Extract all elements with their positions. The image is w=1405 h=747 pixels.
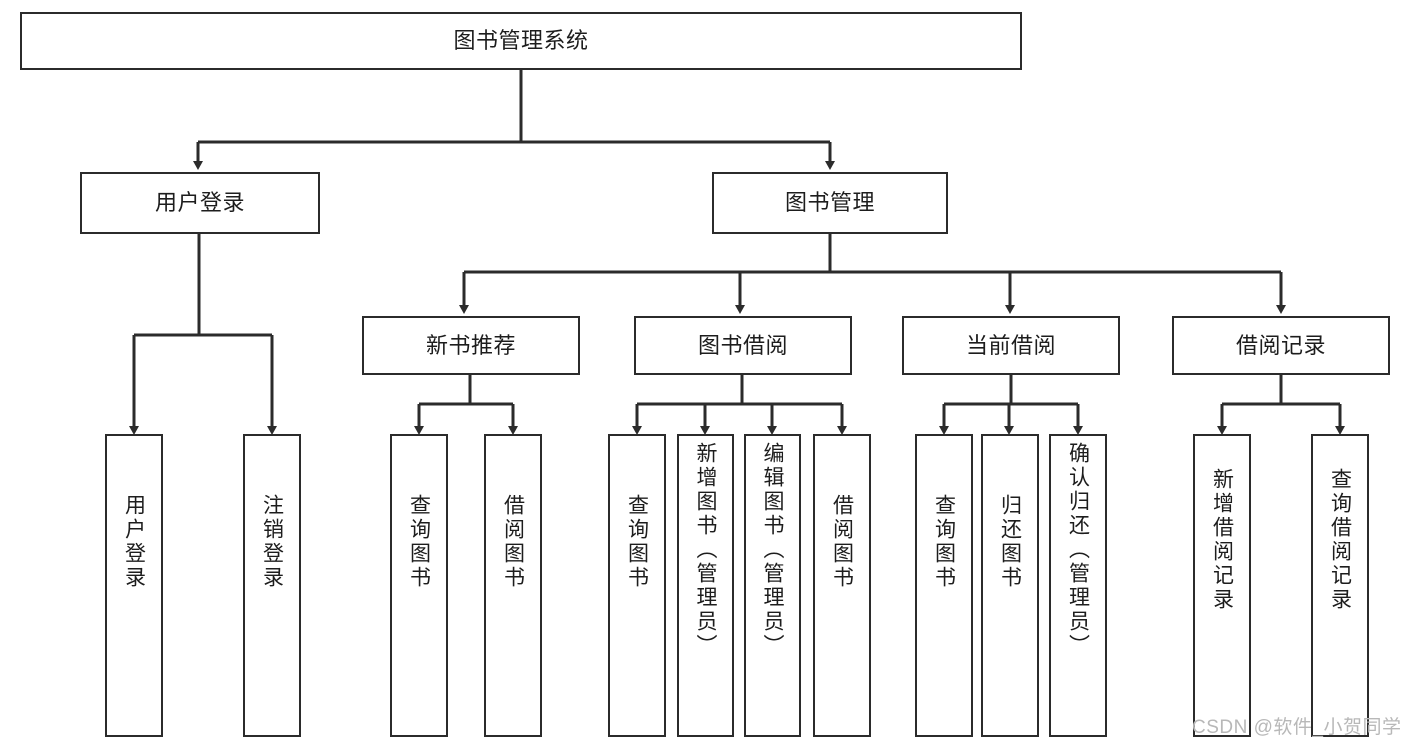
- leaf-user-login-login[interactable]: 用户登录: [105, 434, 163, 737]
- node-current-borrow[interactable]: 当前借阅: [902, 316, 1120, 375]
- leaf-new-book-query[interactable]: 查询图书: [390, 434, 448, 737]
- leaf-book-borrow-edit[interactable]: 编辑图书（管理员）: [744, 434, 801, 737]
- leaf-user-login-logout[interactable]: 注销登录: [243, 434, 301, 737]
- node-new-book-recommend-label: 新书推荐: [425, 332, 516, 358]
- leaf-borrow-record-query[interactable]: 查询借阅记录: [1311, 434, 1369, 737]
- leaf-label: 查询借阅记录: [1328, 468, 1352, 612]
- leaf-borrow-record-add[interactable]: 新增借阅记录: [1193, 434, 1251, 737]
- node-book-management-label: 图书管理: [784, 190, 875, 216]
- leaf-label: 新增借阅记录: [1210, 468, 1234, 612]
- node-book-borrow[interactable]: 图书借阅: [634, 316, 852, 375]
- node-borrow-record[interactable]: 借阅记录: [1172, 316, 1390, 375]
- node-user-login-label: 用户登录: [154, 190, 245, 216]
- leaf-label: 用户登录: [122, 494, 146, 590]
- leaf-label: 查询图书: [932, 494, 956, 590]
- leaf-label: 归还图书: [998, 494, 1022, 590]
- csdn-watermark: CSDN @软件_小贺同学: [1192, 717, 1402, 738]
- leaf-label: 确认归还（管理员）: [1066, 442, 1090, 658]
- node-borrow-record-label: 借阅记录: [1235, 332, 1326, 358]
- node-current-borrow-label: 当前借阅: [965, 332, 1056, 358]
- leaf-current-borrow-return[interactable]: 归还图书: [981, 434, 1039, 737]
- node-user-login[interactable]: 用户登录: [80, 172, 320, 234]
- leaf-new-book-borrow[interactable]: 借阅图书: [484, 434, 542, 737]
- leaf-label: 查询图书: [625, 494, 649, 590]
- node-root[interactable]: 图书管理系统: [20, 12, 1022, 70]
- node-book-management[interactable]: 图书管理: [712, 172, 948, 234]
- leaf-book-borrow-query[interactable]: 查询图书: [608, 434, 666, 737]
- leaf-current-borrow-confirm[interactable]: 确认归还（管理员）: [1049, 434, 1107, 737]
- leaf-label: 编辑图书（管理员）: [761, 442, 784, 658]
- leaf-label: 新增图书（管理员）: [694, 442, 717, 658]
- node-book-borrow-label: 图书借阅: [697, 332, 788, 358]
- node-root-label: 图书管理系统: [453, 28, 589, 54]
- node-new-book-recommend[interactable]: 新书推荐: [362, 316, 580, 375]
- leaf-book-borrow-borrow[interactable]: 借阅图书: [813, 434, 871, 737]
- leaf-current-borrow-query[interactable]: 查询图书: [915, 434, 973, 737]
- leaf-label: 注销登录: [260, 494, 284, 590]
- leaf-label: 借阅图书: [501, 494, 525, 590]
- leaf-label: 查询图书: [407, 494, 431, 590]
- leaf-book-borrow-add[interactable]: 新增图书（管理员）: [677, 434, 734, 737]
- leaf-label: 借阅图书: [830, 494, 854, 590]
